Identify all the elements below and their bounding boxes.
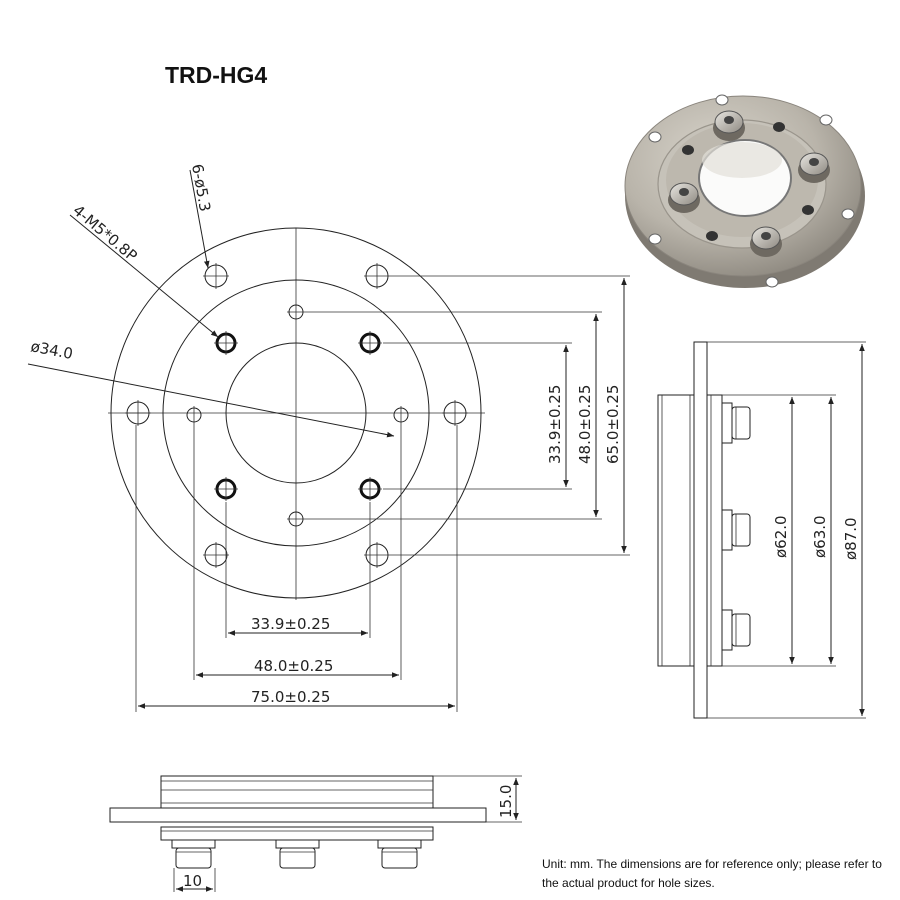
dim-d2: ø63.0 [811, 515, 829, 558]
unit-note: Unit: mm. The dimensions are for referen… [542, 857, 882, 890]
outer-flange-circle [110, 227, 482, 599]
callout-holes: 6-ø5.3 [188, 163, 214, 213]
dim-d3: ø87.0 [842, 517, 860, 560]
mounting-hole [125, 400, 151, 426]
dim-v-mid: 48.0±0.25 [576, 385, 594, 464]
dim-bolt: 10 [183, 872, 202, 890]
threaded-hole [358, 477, 382, 501]
product-photo [624, 94, 865, 288]
bore-circle [225, 342, 367, 484]
dim-h-mid: 48.0±0.25 [254, 657, 333, 675]
callout-bore: ø34.0 [29, 337, 74, 363]
dim-v-outer: 65.0±0.25 [604, 385, 622, 464]
product-title: TRD-HG4 [165, 62, 268, 88]
side-bolt [721, 402, 751, 444]
side-bolt [721, 609, 751, 651]
ring-hole [287, 304, 305, 320]
front-view: 6-ø5.3 4-M5*0.8P ø34.0 33.9±0.25 48.0±0.… [27, 163, 630, 712]
dim-d1: ø62.0 [772, 515, 790, 558]
dim-height: 15.0 [497, 785, 515, 818]
side-view [657, 341, 866, 719]
threaded-hole [214, 331, 238, 355]
socket-bolt [750, 226, 782, 257]
side-hub [657, 394, 695, 667]
bottom-ring [160, 826, 434, 841]
outer-hole [841, 208, 855, 220]
outer-hole [648, 131, 662, 143]
mounting-holes [125, 263, 468, 568]
middle-ring-circle [162, 279, 430, 547]
bottom-flange [109, 807, 487, 823]
bottom-bolt [171, 839, 216, 869]
ring-hole [287, 511, 305, 527]
dark-hole [706, 231, 718, 241]
bottom-bolt [275, 839, 320, 869]
outer-hole [765, 276, 779, 288]
dark-hole [682, 145, 694, 155]
dark-hole [802, 205, 814, 215]
outer-hole [715, 94, 729, 106]
side-ring [706, 394, 723, 667]
dim-h-outer: 75.0±0.25 [251, 688, 330, 706]
horizontal-dimensions [135, 424, 458, 712]
dim-v-inner: 33.9±0.25 [546, 385, 564, 464]
ring-hole [393, 406, 409, 424]
threaded-hole [358, 331, 382, 355]
socket-bolt [798, 152, 830, 183]
side-flange [693, 341, 708, 719]
ring-holes [186, 304, 409, 527]
socket-bolt [668, 182, 700, 213]
ring-hole [186, 406, 202, 424]
side-bolt [721, 509, 751, 551]
threaded-holes [214, 331, 382, 501]
mounting-hole [203, 263, 229, 289]
mounting-hole [203, 542, 229, 568]
vertical-dimensions [305, 275, 630, 556]
outer-hole [819, 114, 833, 126]
dark-hole [773, 122, 785, 132]
leader-bore [27, 363, 395, 438]
mounting-hole [364, 542, 390, 568]
dim-h-inner: 33.9±0.25 [251, 615, 330, 633]
callout-threads: 4-M5*0.8P [69, 201, 140, 265]
threaded-hole [214, 477, 238, 501]
outer-hole [648, 233, 662, 245]
leader-threads [69, 214, 219, 338]
mounting-hole [364, 263, 390, 289]
leader-holes [189, 169, 210, 269]
bottom-view [109, 775, 522, 892]
mounting-hole [442, 400, 468, 426]
bottom-bolt [377, 839, 422, 869]
socket-bolt [713, 110, 745, 141]
